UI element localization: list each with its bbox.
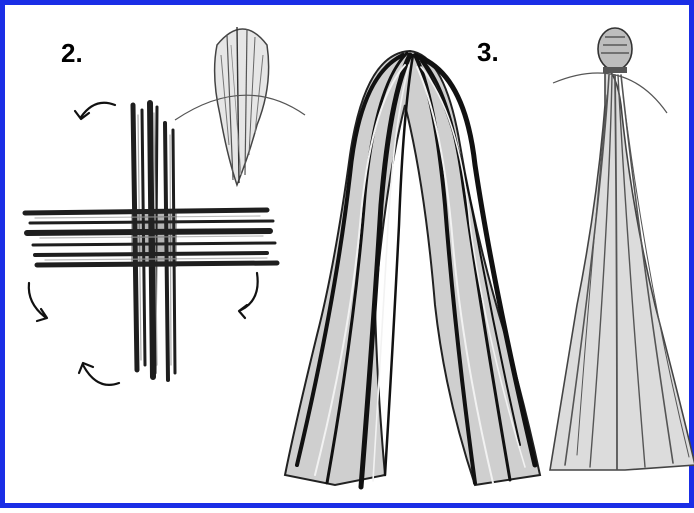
instruction-illustration	[5, 5, 694, 513]
rotation-arrow-icon	[75, 103, 115, 119]
rotation-arrow-icon	[79, 363, 119, 385]
step-label-3: 3.	[477, 39, 499, 65]
step-label-2: 2.	[61, 40, 83, 66]
folded-straw-bundle-illustration	[285, 51, 540, 487]
tied-straw-doll-illustration	[550, 28, 694, 470]
rotation-arrow-icon	[29, 283, 47, 321]
straw-bundle-detail-illustration	[215, 27, 269, 185]
rotation-arrow-icon	[239, 273, 258, 318]
